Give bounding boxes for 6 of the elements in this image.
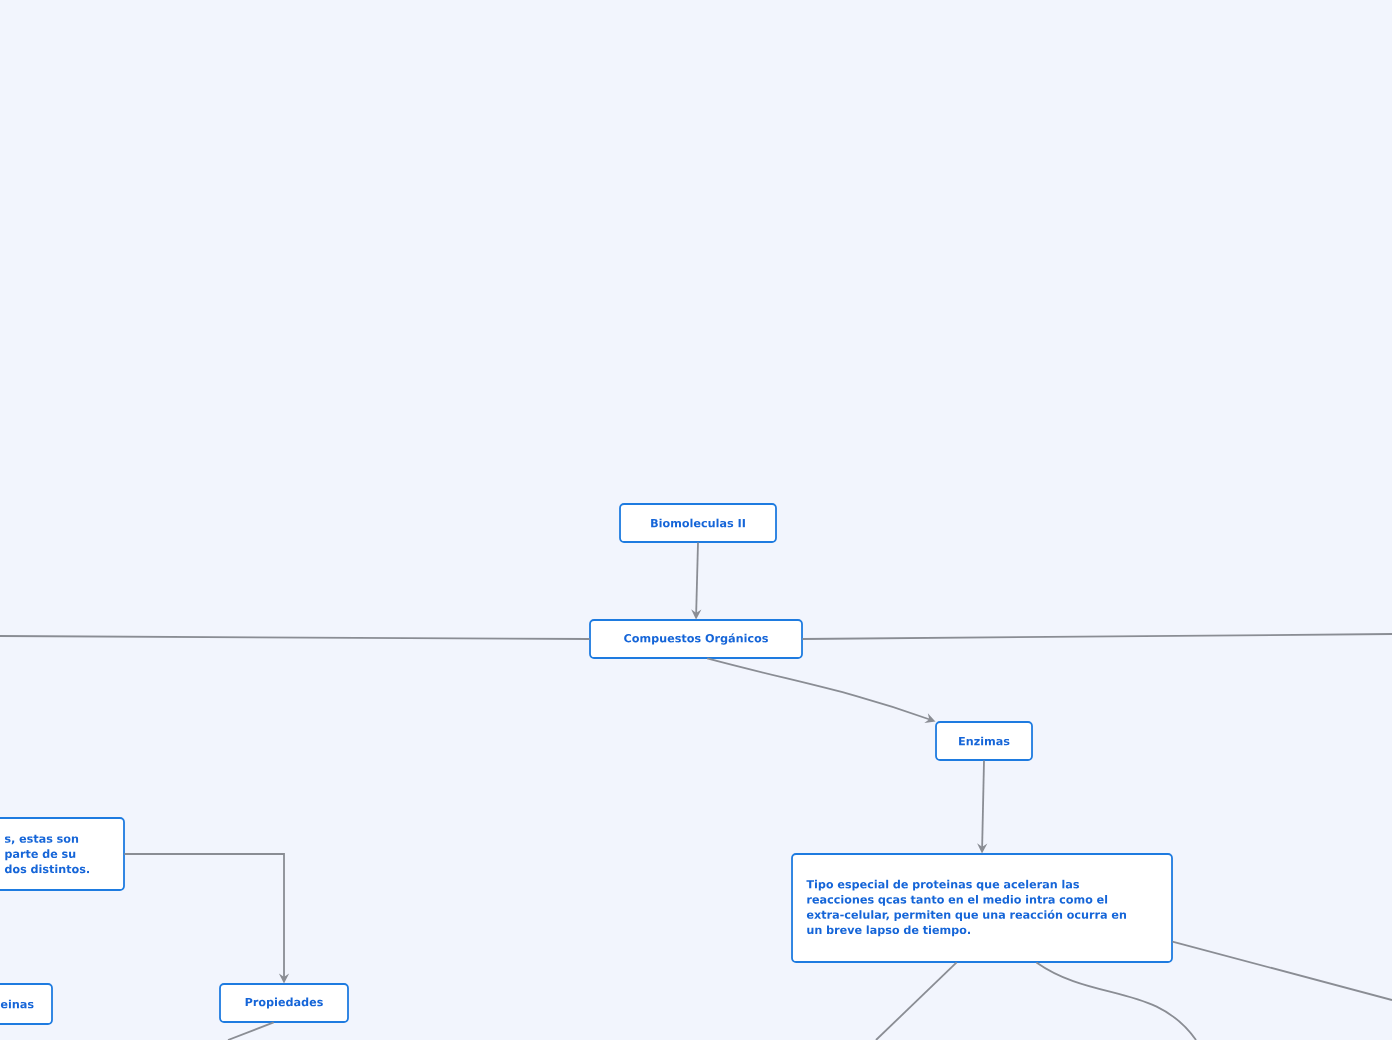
connector [801,633,1392,640]
connector [0,635,591,640]
connector [1171,940,1392,1001]
connector [227,1021,275,1040]
connector [875,961,958,1040]
connector [1035,961,1197,1040]
